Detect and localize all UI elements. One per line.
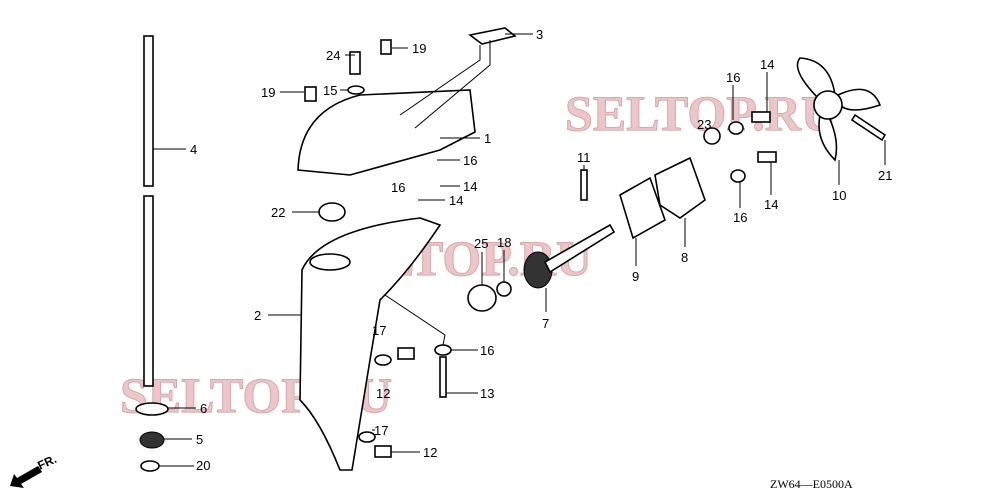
callout-14: 14 — [764, 197, 778, 212]
front-label: FR. — [35, 452, 58, 473]
callout-9: 9 — [632, 269, 639, 284]
leader-lines — [153, 33, 886, 467]
collar-19 — [380, 39, 392, 55]
callout-17: 17 — [374, 423, 388, 438]
callout-3: 3 — [536, 27, 543, 42]
callout-10: 10 — [832, 188, 846, 203]
gear-case-opening — [309, 253, 351, 271]
front-arrow-icon: FR. — [10, 452, 59, 488]
callout-16: 16 — [733, 210, 747, 225]
callout-16: 16 — [391, 180, 405, 195]
callout-17: 17 — [372, 323, 386, 338]
holder-8 — [654, 156, 706, 219]
bolt-14 — [751, 111, 771, 123]
callout-21: 21 — [878, 168, 892, 183]
bolt-13 — [439, 356, 447, 398]
bolt-24 — [349, 51, 361, 75]
bevel-gear-7 — [523, 251, 553, 289]
callout-7: 7 — [542, 316, 549, 331]
callout-24: 24 — [326, 48, 340, 63]
callout-16: 16 — [726, 70, 740, 85]
callout-22: 22 — [271, 205, 285, 220]
washer-18 — [496, 281, 512, 297]
callout-19: 19 — [261, 85, 275, 100]
callout-4: 4 — [190, 142, 197, 157]
callout-16: 16 — [480, 343, 494, 358]
callout-2: 2 — [254, 308, 261, 323]
callout-6: 6 — [200, 401, 207, 416]
bearing-25 — [467, 284, 497, 312]
cotter-pin-21 — [850, 113, 887, 142]
gear-case — [299, 217, 442, 471]
washer-6 — [135, 402, 169, 416]
callout-14: 14 — [449, 193, 463, 208]
callout-5: 5 — [196, 432, 203, 447]
callout-1: 1 — [484, 131, 491, 146]
drive-shaft — [143, 35, 154, 387]
callout-13: 13 — [480, 386, 494, 401]
callout-11: 11 — [577, 150, 591, 165]
gasket-9 — [619, 176, 666, 240]
bolt-14 — [757, 151, 777, 163]
propeller-shaft — [543, 223, 616, 274]
bolt-12 — [397, 347, 415, 360]
washer-17 — [374, 354, 392, 366]
callout-12: 12 — [423, 445, 437, 460]
washer-16 — [730, 169, 746, 183]
washer-15 — [347, 85, 365, 95]
washer-16 — [728, 121, 744, 135]
bearing-22 — [318, 202, 346, 222]
diagram-code: ZW64—E0500A — [770, 477, 853, 491]
pinion-gear-5 — [139, 431, 165, 449]
bolt-12 — [374, 445, 392, 458]
washer-16 — [434, 344, 452, 356]
washer-17 — [358, 431, 376, 443]
propeller — [796, 57, 882, 162]
callout-19: 19 — [412, 41, 426, 56]
callout-8: 8 — [681, 250, 688, 265]
callout-12: 12 — [376, 386, 390, 401]
callout-23: 23 — [697, 117, 711, 132]
callout-14: 14 — [760, 57, 774, 72]
callout-20: 20 — [196, 458, 210, 473]
nut-20 — [140, 460, 160, 472]
pin-11 — [580, 169, 588, 201]
collar-19 — [304, 86, 317, 102]
plate-3 — [468, 27, 517, 45]
watermark: SELTOP.RU — [565, 85, 837, 141]
callout-14: 14 — [463, 179, 477, 194]
callout-25: 25 — [474, 236, 488, 251]
callout-16: 16 — [463, 153, 477, 168]
callout-18: 18 — [497, 235, 511, 250]
callout-labels: 3 19 24 15 19 4 1 16 16 14 14 22 2 17 12… — [190, 27, 892, 473]
callout-15: 15 — [323, 83, 337, 98]
extension-cover — [297, 89, 476, 176]
seal-23 — [703, 127, 721, 145]
